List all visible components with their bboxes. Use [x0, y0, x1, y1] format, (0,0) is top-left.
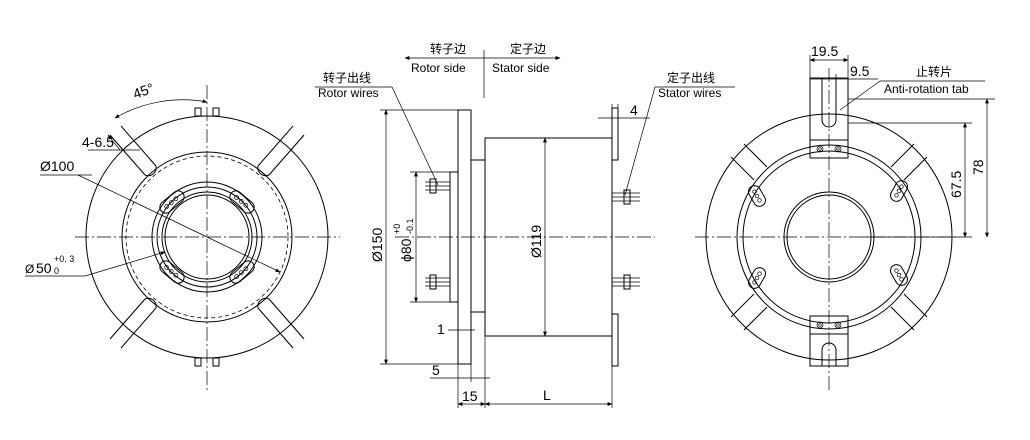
back-notch-bl	[730, 293, 768, 331]
front-terminal-3	[159, 260, 185, 284]
rotor-wires-en: Rotor wires	[318, 86, 379, 100]
dim-d150-label: Ø150	[369, 228, 385, 262]
front-bore-tol-upper: +0. 3	[54, 254, 74, 264]
stator-side-cn: 定子边	[510, 41, 546, 56]
dim-5-label: 5	[432, 362, 440, 378]
dim-d80-tol-lower: -0.1	[405, 218, 415, 234]
dim-4-label: 4	[630, 102, 638, 118]
back-view: 19.5 9.5 止转片 Anti-rotation tab 67.5 78	[695, 43, 995, 392]
front-terminal-4	[229, 260, 255, 284]
dim-d119-label: Ø119	[528, 225, 544, 258]
back-terminal-2	[890, 180, 908, 202]
front-tab-bottom	[194, 357, 202, 367]
front-slot-br	[257, 297, 305, 349]
rotor-wires-cn: 转子出线	[323, 70, 371, 85]
front-terminal-1	[159, 190, 185, 214]
dim-67-5-label: 67.5	[948, 171, 964, 198]
front-tab-top	[194, 107, 202, 117]
dim-9-5-label: 9.5	[850, 63, 870, 79]
front-bore-prefix: Ø	[25, 262, 34, 276]
side-hub	[470, 159, 486, 313]
front-angle-label: 45°	[131, 80, 156, 102]
front-angle-arc	[114, 99, 208, 119]
front-hole-label: 4-6.5	[82, 134, 114, 150]
dim-d80-label: ϕ80	[398, 238, 414, 262]
anti-rotation-cn: 止转片	[916, 64, 952, 79]
back-notch-tl	[730, 143, 768, 181]
front-view: 45° 4-6.5 Ø100 Ø 50 +0. 3 0	[25, 80, 340, 390]
back-terminal-4	[890, 264, 908, 286]
front-slot-bl	[109, 297, 157, 349]
back-terminal-3	[748, 267, 766, 289]
dim-d80-tol-upper: +0	[392, 224, 402, 234]
rotor-side-cn: 转子边	[430, 41, 466, 56]
dim-1-label: 1	[437, 321, 445, 337]
front-tab-bottom-2	[212, 357, 220, 367]
front-tab-top-2	[212, 107, 220, 117]
front-terminal-2	[229, 190, 255, 214]
dim-19-5-label: 19.5	[811, 43, 838, 59]
front-d100-label: Ø100	[40, 158, 74, 174]
dim-15-label: 15	[462, 388, 478, 404]
anti-rotation-en: Anti-rotation tab	[884, 82, 969, 96]
side-stator-wires-top	[612, 189, 640, 205]
dim-78-label: 78	[970, 159, 986, 175]
side-stator-wires-bottom	[612, 274, 640, 290]
front-bore-value: 50	[36, 260, 52, 276]
side-view: 转子边 Rotor side 定子边 Stator side 转子出线 Roto…	[315, 41, 735, 408]
stator-side-en: Stator side	[492, 61, 550, 75]
back-notch-tr	[890, 143, 928, 181]
front-slot-tl	[109, 125, 157, 177]
back-terminal-1	[748, 185, 766, 207]
dim-L-label: L	[543, 387, 551, 403]
stator-wires-cn: 定子出线	[667, 70, 715, 85]
front-slot-tr	[257, 125, 305, 177]
side-body	[484, 137, 613, 337]
rotor-side-en: Rotor side	[411, 61, 466, 75]
side-tab-top	[611, 107, 619, 161]
stator-wires-en: Stator wires	[658, 86, 721, 100]
side-tab-bottom	[611, 313, 619, 367]
back-notch-br	[890, 293, 928, 331]
side-rotor-wires-bottom	[425, 274, 450, 290]
front-bore-tol-lower: 0	[54, 266, 59, 276]
side-rotor-wires-top	[425, 178, 450, 194]
